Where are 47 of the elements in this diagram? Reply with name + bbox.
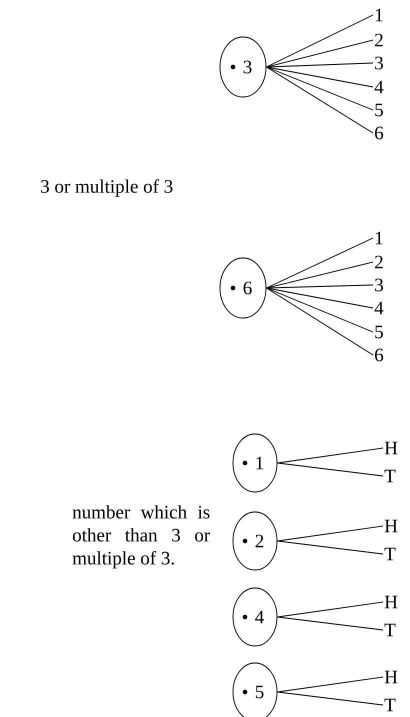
leaf-label: H <box>384 670 398 684</box>
branch-line <box>266 238 374 288</box>
branch-line <box>277 676 384 692</box>
branch-line <box>266 40 374 68</box>
branch-line <box>266 66 374 134</box>
note-text: 3 or multiple of 3 <box>41 179 172 197</box>
leaf-label: 6 <box>375 348 384 362</box>
leaf-label: 5 <box>375 104 383 116</box>
note-text: number which is other than 3 or multiple of 3. <box>72 505 210 568</box>
leaf-label: 4 <box>374 80 384 94</box>
branch-line <box>277 448 384 464</box>
leaf-label: 1 <box>376 232 383 244</box>
branch-line <box>266 288 374 332</box>
branch-line <box>266 288 374 308</box>
oval-node: 4 <box>232 588 278 646</box>
leaf-label: T <box>384 548 396 560</box>
branch-line <box>266 14 374 68</box>
oval-node: 6 <box>220 258 266 318</box>
leaf-label: 1 <box>376 8 383 22</box>
branch-line <box>277 526 384 542</box>
leaf-label: H <box>384 442 398 454</box>
branch-line <box>266 284 374 288</box>
leaf-label: 3 <box>375 56 383 70</box>
branch-line <box>266 66 374 110</box>
oval-node: 2 <box>232 512 278 570</box>
leaf-label: T <box>384 624 396 636</box>
branch-line <box>266 288 374 356</box>
leaf-label: T <box>384 470 396 482</box>
leaf-label: 5 <box>375 326 383 338</box>
branch-line <box>266 62 374 68</box>
oval-node: 3 <box>220 36 266 98</box>
branch-line <box>266 262 374 288</box>
oval-node: 1 <box>232 434 278 492</box>
branch-line <box>277 616 384 630</box>
leaf-label: 2 <box>375 34 383 46</box>
leaf-label: 2 <box>375 256 383 268</box>
branch-line <box>277 462 384 476</box>
leaf-label: H <box>384 520 398 532</box>
branch-line <box>277 692 384 706</box>
leaf-label: 3 <box>375 278 383 292</box>
branch-line <box>277 602 384 618</box>
leaf-label: 6 <box>375 126 384 140</box>
leaf-label: H <box>384 596 398 608</box>
branch-line <box>266 66 374 88</box>
leaf-label: T <box>384 698 396 712</box>
leaf-label: 4 <box>374 302 384 314</box>
branch-line <box>277 540 384 554</box>
